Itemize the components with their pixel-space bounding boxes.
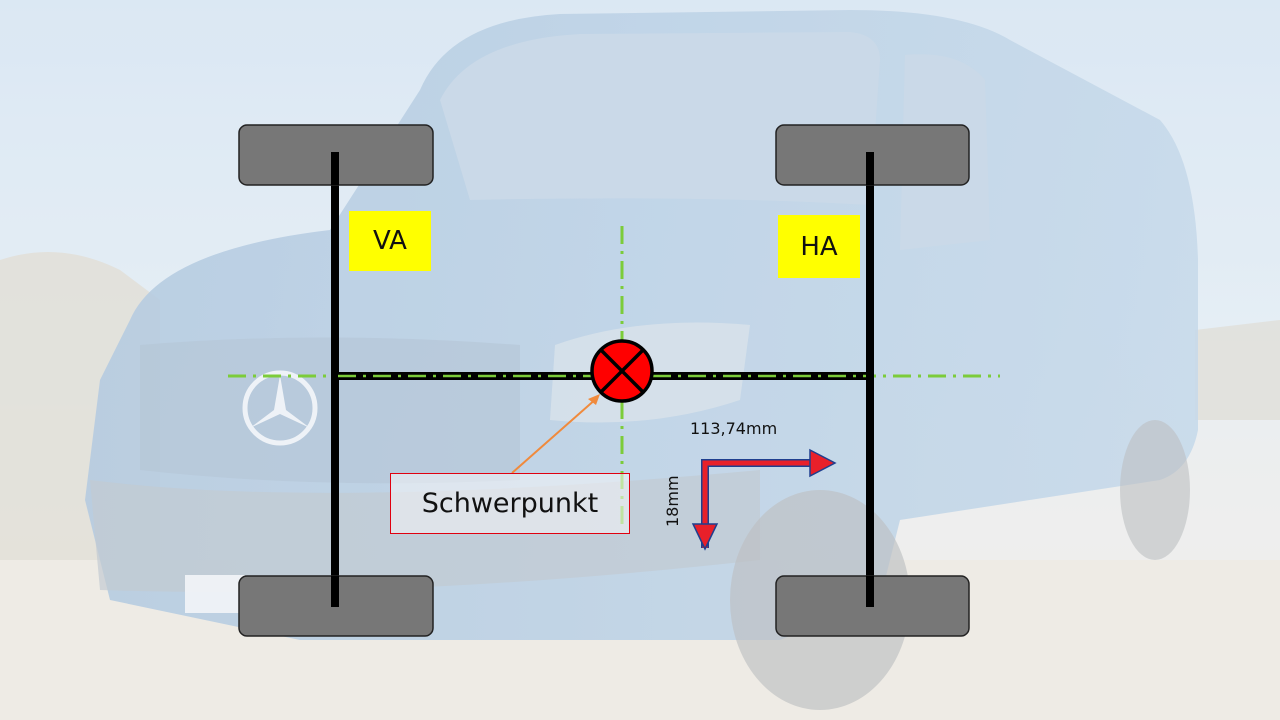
rear-axle-label: HA <box>778 215 860 278</box>
arrow-right-icon <box>809 448 837 478</box>
offset-arrows <box>691 448 837 551</box>
front-axle-label: VA <box>349 211 431 271</box>
circle-cross-icon <box>590 339 654 403</box>
cg-leader-line <box>511 397 598 474</box>
arrow-down-icon <box>691 523 719 551</box>
center-of-gravity-callout: Schwerpunkt <box>390 473 630 534</box>
y-offset-dimension: 18mm <box>663 475 682 527</box>
x-offset-dimension: 113,74mm <box>690 419 778 438</box>
